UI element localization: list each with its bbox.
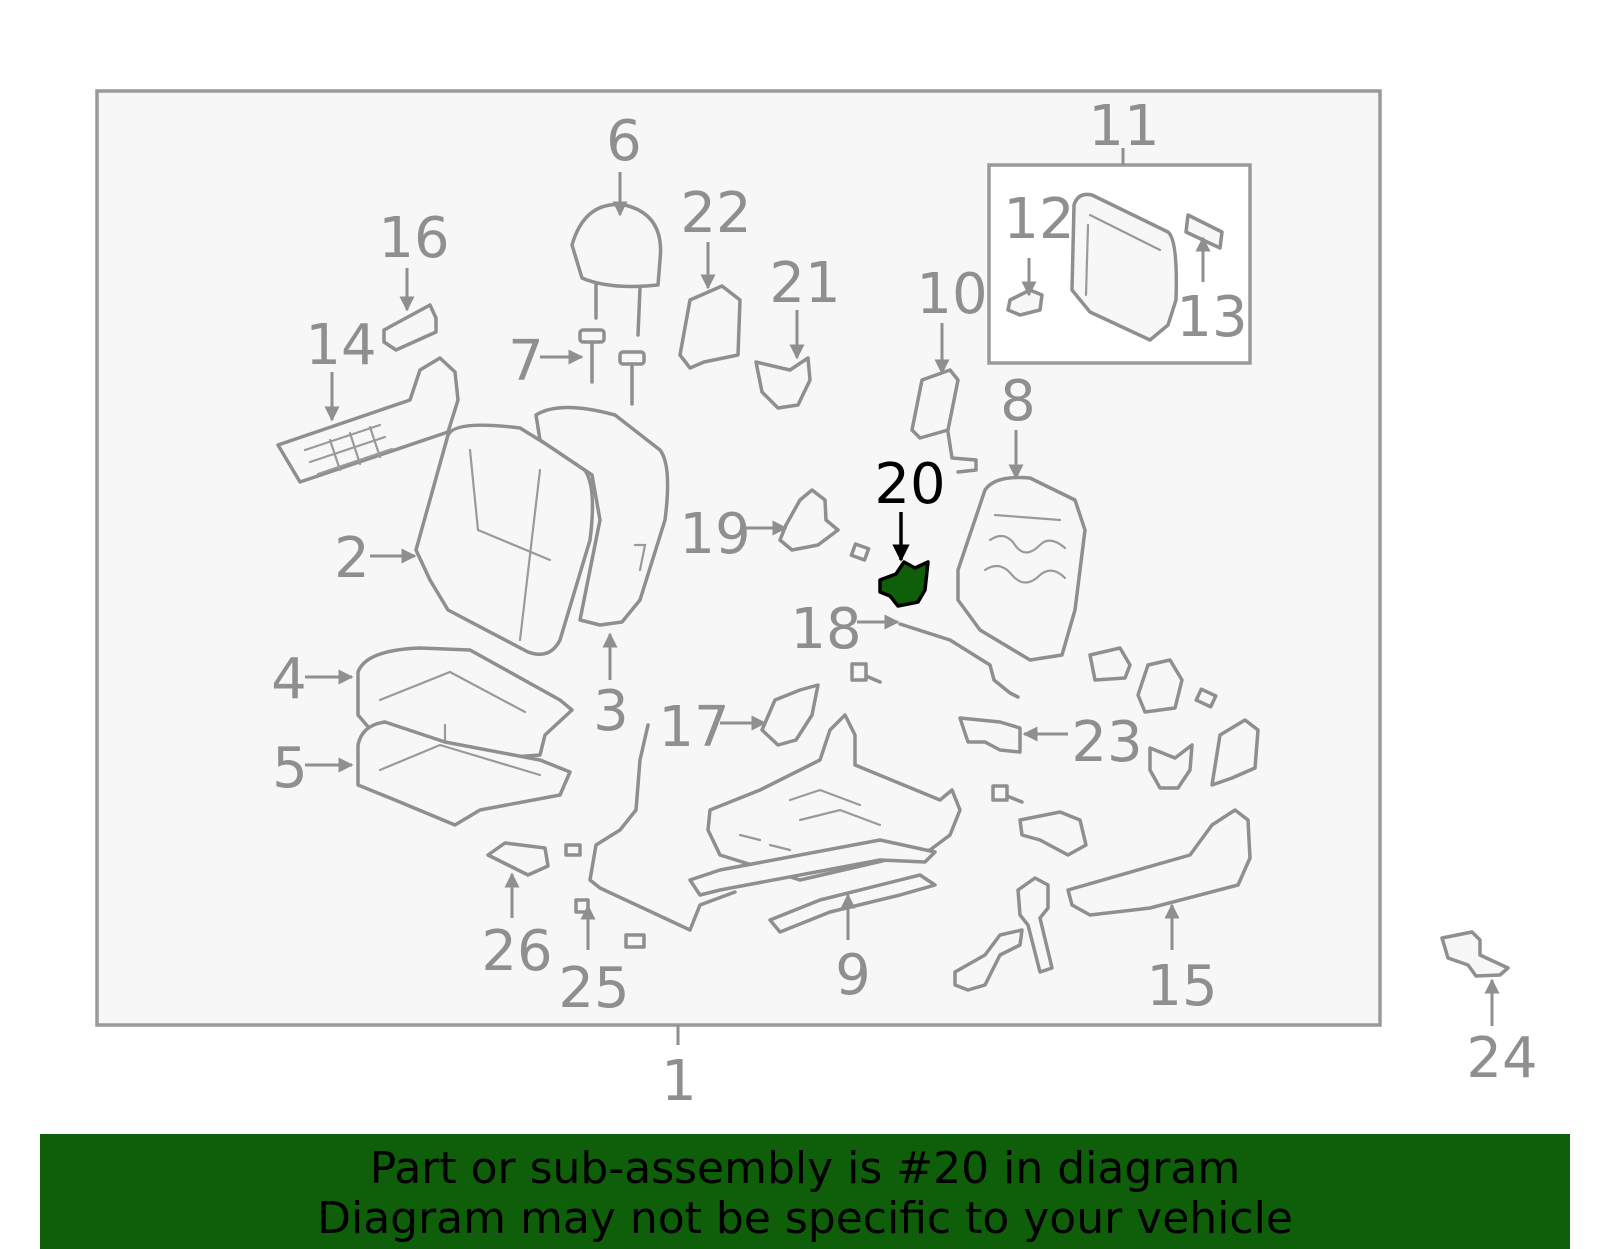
callout-5: 5 (272, 736, 308, 801)
part-26 (486, 841, 550, 877)
part-7-guides (578, 328, 646, 406)
callout-8: 8 (1000, 369, 1036, 434)
part-bracket-c (1136, 658, 1184, 714)
part-17 (760, 683, 820, 747)
callout-11: 11 (1088, 94, 1159, 159)
callout-17: 17 (658, 695, 729, 760)
part-bracket-f (953, 928, 1024, 992)
banner-line-2: Diagram may not be specific to your vehi… (317, 1193, 1293, 1244)
callout-23: 23 (1071, 710, 1142, 775)
part-clip-2 (1194, 687, 1218, 709)
part-3-seatback-pad (534, 405, 670, 627)
banner-line-1: Part or sub-assembly is #20 in diagram (369, 1143, 1241, 1194)
part-24 (1440, 930, 1510, 978)
part-6-headrest (570, 202, 663, 337)
callout-6: 6 (606, 109, 642, 174)
part-14-side-cover (276, 356, 460, 484)
callout-21: 21 (769, 251, 840, 316)
callout-13: 13 (1176, 285, 1247, 350)
part-11-panel (1070, 192, 1179, 342)
part-21 (754, 356, 812, 410)
part-18-rod (898, 622, 1020, 699)
part-buckle (1016, 876, 1054, 974)
leader-lines (305, 172, 1500, 1026)
callout-3: 3 (593, 679, 629, 744)
callout-15: 15 (1146, 954, 1217, 1019)
part-23 (958, 716, 1022, 754)
callout-16: 16 (378, 206, 449, 271)
callout-19: 19 (679, 502, 750, 567)
part-2-seatback-cover (414, 423, 595, 656)
callout-20-highlighted: 20 (874, 452, 945, 517)
part-15-trim (1066, 808, 1252, 917)
callout-22: 22 (680, 181, 751, 246)
callout-24: 24 (1466, 1026, 1537, 1091)
part-16 (382, 303, 438, 352)
part-bolt-2 (991, 784, 1024, 804)
part-info-banner: Part or sub-assembly is #20 in diagram D… (40, 1134, 1570, 1249)
callout-26: 26 (481, 919, 552, 984)
part-bracket-a (1018, 810, 1088, 857)
callout-25: 25 (558, 956, 629, 1021)
part-5-cushion-pad (356, 720, 572, 827)
part-bracket-b (1088, 646, 1132, 682)
part-13 (1184, 213, 1224, 250)
callout-14: 14 (305, 313, 376, 378)
callout-10: 10 (916, 262, 987, 327)
part-22 (678, 284, 742, 370)
callout-4: 4 (271, 647, 307, 712)
part-20-highlighted (878, 560, 930, 608)
part-10 (910, 368, 978, 474)
part-bracket-d (1148, 743, 1194, 790)
part-bolt (850, 662, 882, 684)
callout-2: 2 (334, 526, 370, 591)
callout-12: 12 (1003, 187, 1074, 252)
callout-1: 1 (661, 1049, 697, 1114)
part-cover-e (1210, 718, 1260, 787)
callout-7: 7 (508, 329, 544, 394)
part-small-clip (849, 542, 871, 562)
callout-18: 18 (790, 597, 861, 662)
part-8-seatback-frame (956, 475, 1087, 662)
callout-9: 9 (835, 943, 871, 1008)
